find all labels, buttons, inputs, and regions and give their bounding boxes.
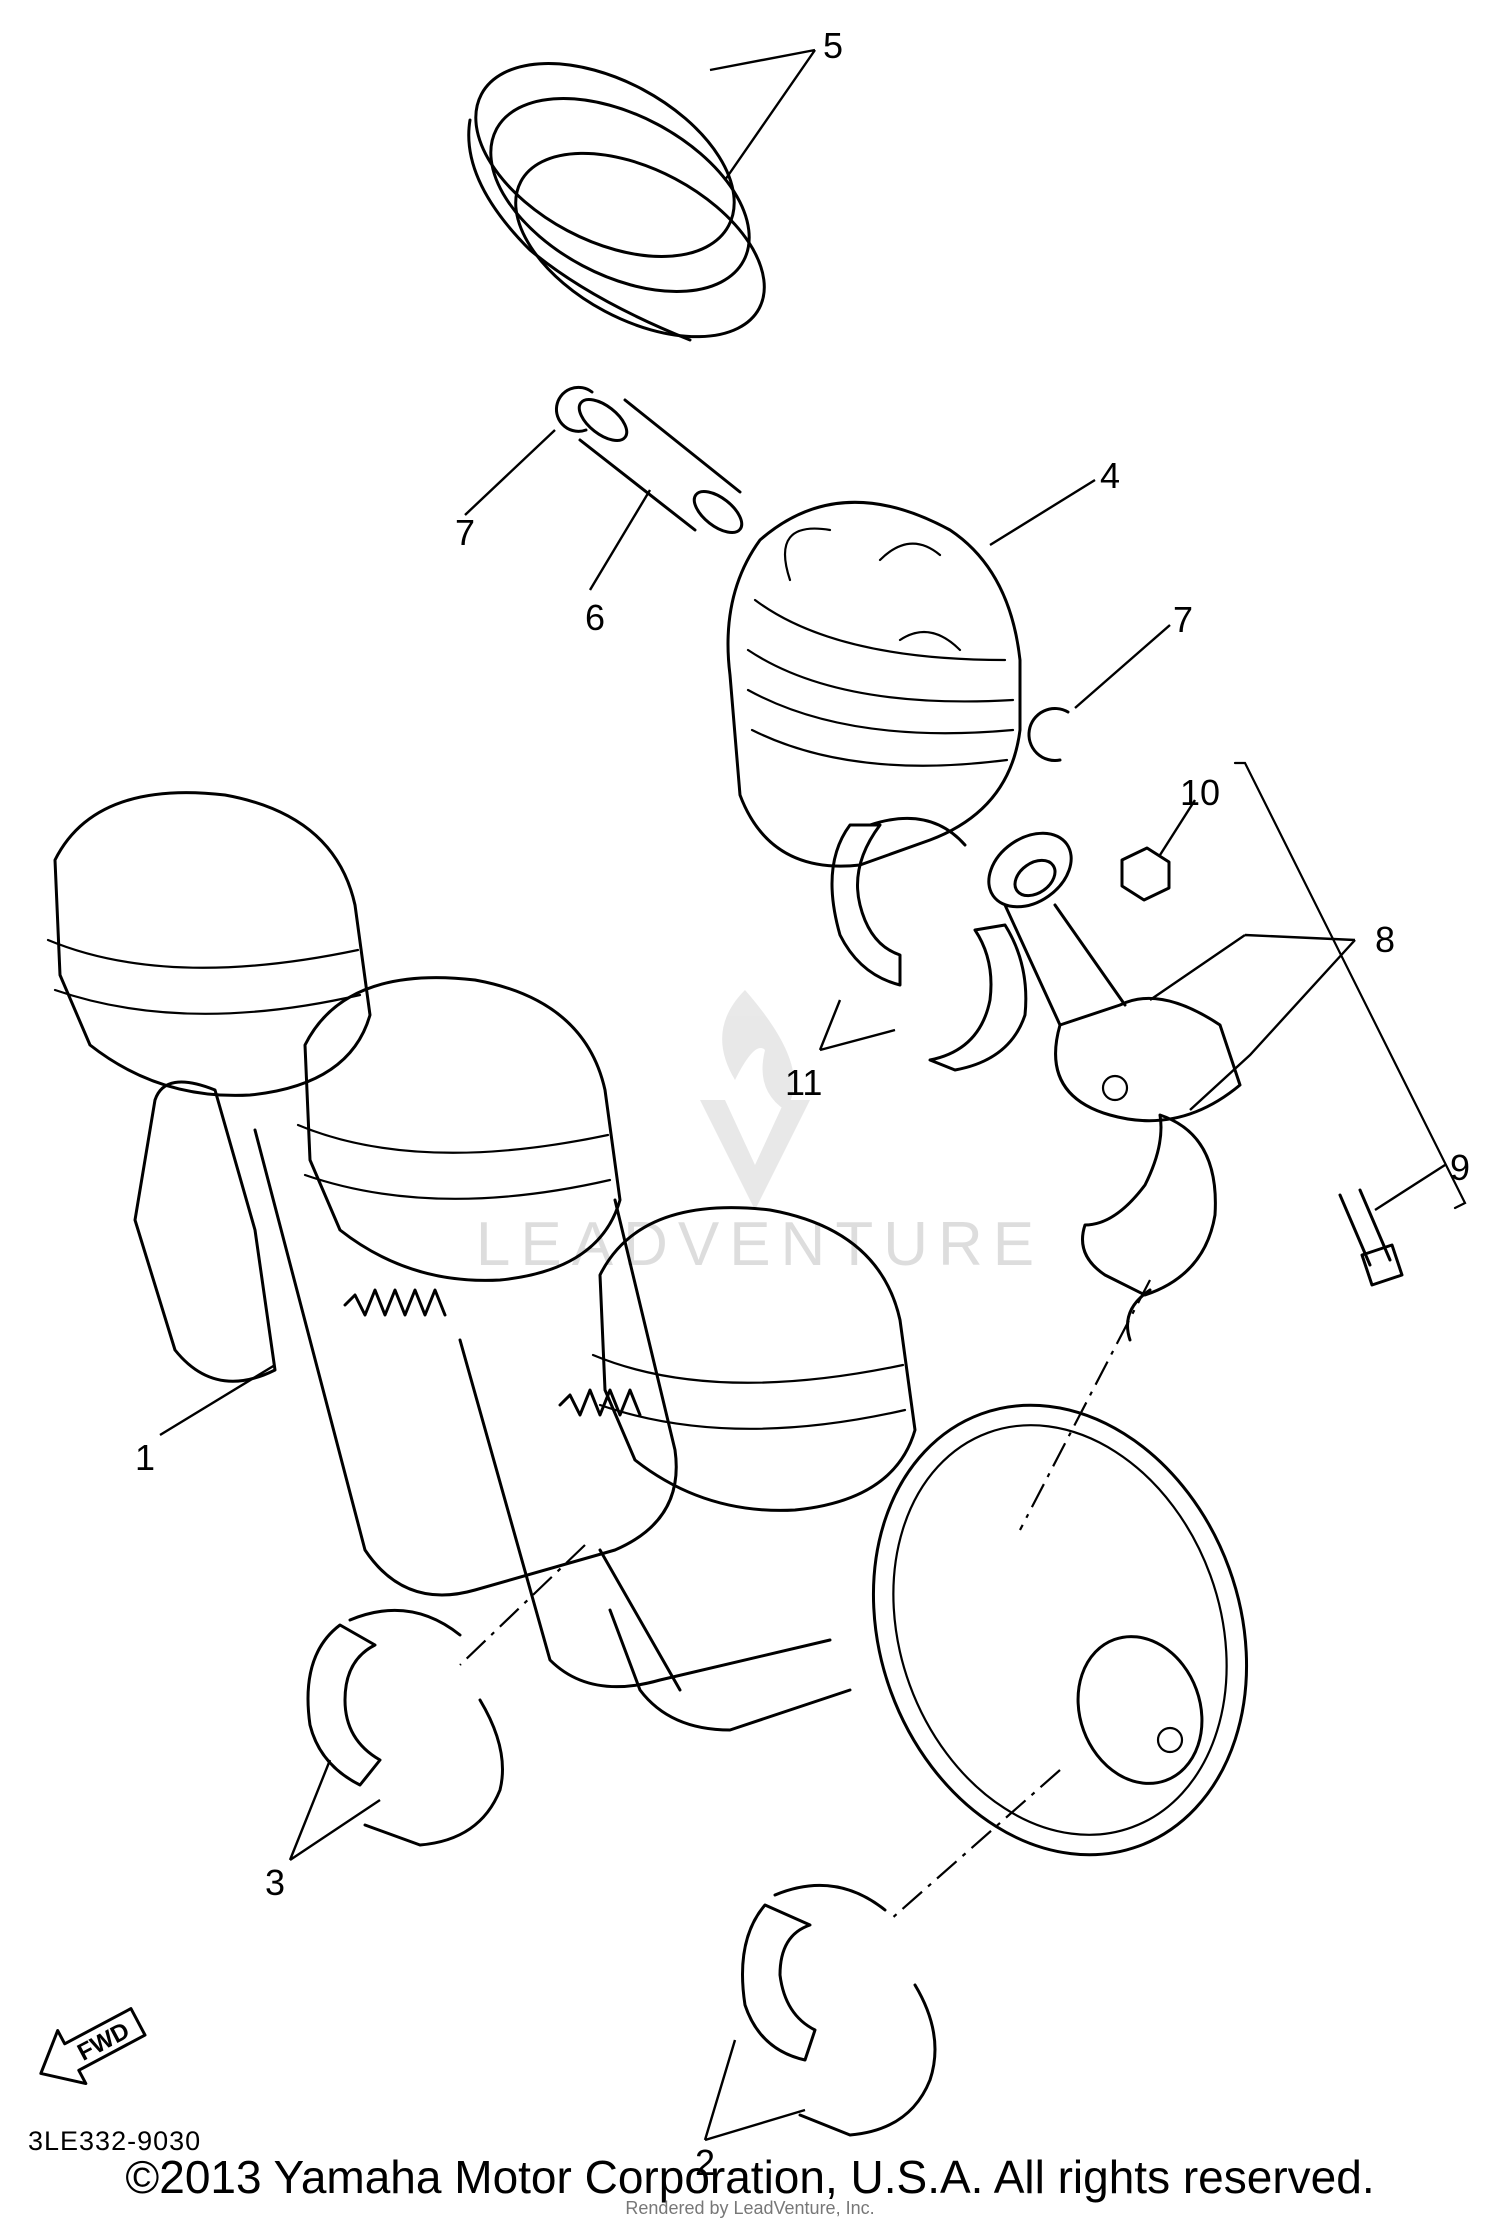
callout-11: 11 — [785, 1062, 822, 1103]
piston-pin — [577, 398, 744, 534]
callout-2: 2 — [695, 2142, 715, 2183]
drawing-code: 3LE332-9030 — [28, 2126, 201, 2156]
watermark-v-icon — [700, 1100, 810, 1210]
conrod-bearings — [830, 816, 1028, 1072]
centerline-main-left — [459, 1544, 586, 1666]
callout-5: 5 — [823, 25, 843, 66]
watermark: LEADVENTURE — [476, 990, 1044, 1279]
callout-4: 4 — [1100, 455, 1120, 496]
watermark-caption: Rendered by LeadVenture, Inc. — [625, 2198, 875, 2218]
callout-3: 3 — [265, 1862, 285, 1903]
connecting-rod — [987, 831, 1242, 1123]
piston-rings-group — [467, 62, 766, 342]
callout-8: 8 — [1375, 919, 1395, 960]
callout-10: 10 — [1180, 772, 1220, 813]
callout-9: 9 — [1450, 1147, 1470, 1188]
copyright-notice: ©2013 Yamaha Motor Corporation, U.S.A. A… — [125, 2151, 1375, 2203]
crankshaft-assembly — [46, 791, 1249, 1857]
bracket-8 — [1233, 761, 1467, 1210]
centerline-main-right — [889, 1769, 1061, 1921]
callout-6: 6 — [585, 597, 605, 638]
main-bearings-left — [306, 1608, 504, 1847]
circlip-right — [1027, 707, 1070, 762]
callout-1: 1 — [135, 1437, 155, 1478]
main-bearings-right — [741, 1883, 937, 2137]
centerline-rod — [1019, 1279, 1151, 1531]
fwd-arrow: FWD — [39, 2007, 147, 2086]
rod-cap — [1081, 1113, 1217, 1342]
callout-7-right: 7 — [1173, 599, 1193, 640]
leader-lines — [159, 48, 1446, 2142]
watermark-text: LEADVENTURE — [476, 1210, 1044, 1279]
rod-bolt — [1338, 1188, 1404, 1287]
callout-7-left: 7 — [455, 512, 475, 553]
rod-nut — [1120, 846, 1171, 902]
piston-single — [726, 500, 1022, 868]
watermark-flame-icon — [722, 990, 794, 1110]
circlip-left — [554, 385, 594, 433]
